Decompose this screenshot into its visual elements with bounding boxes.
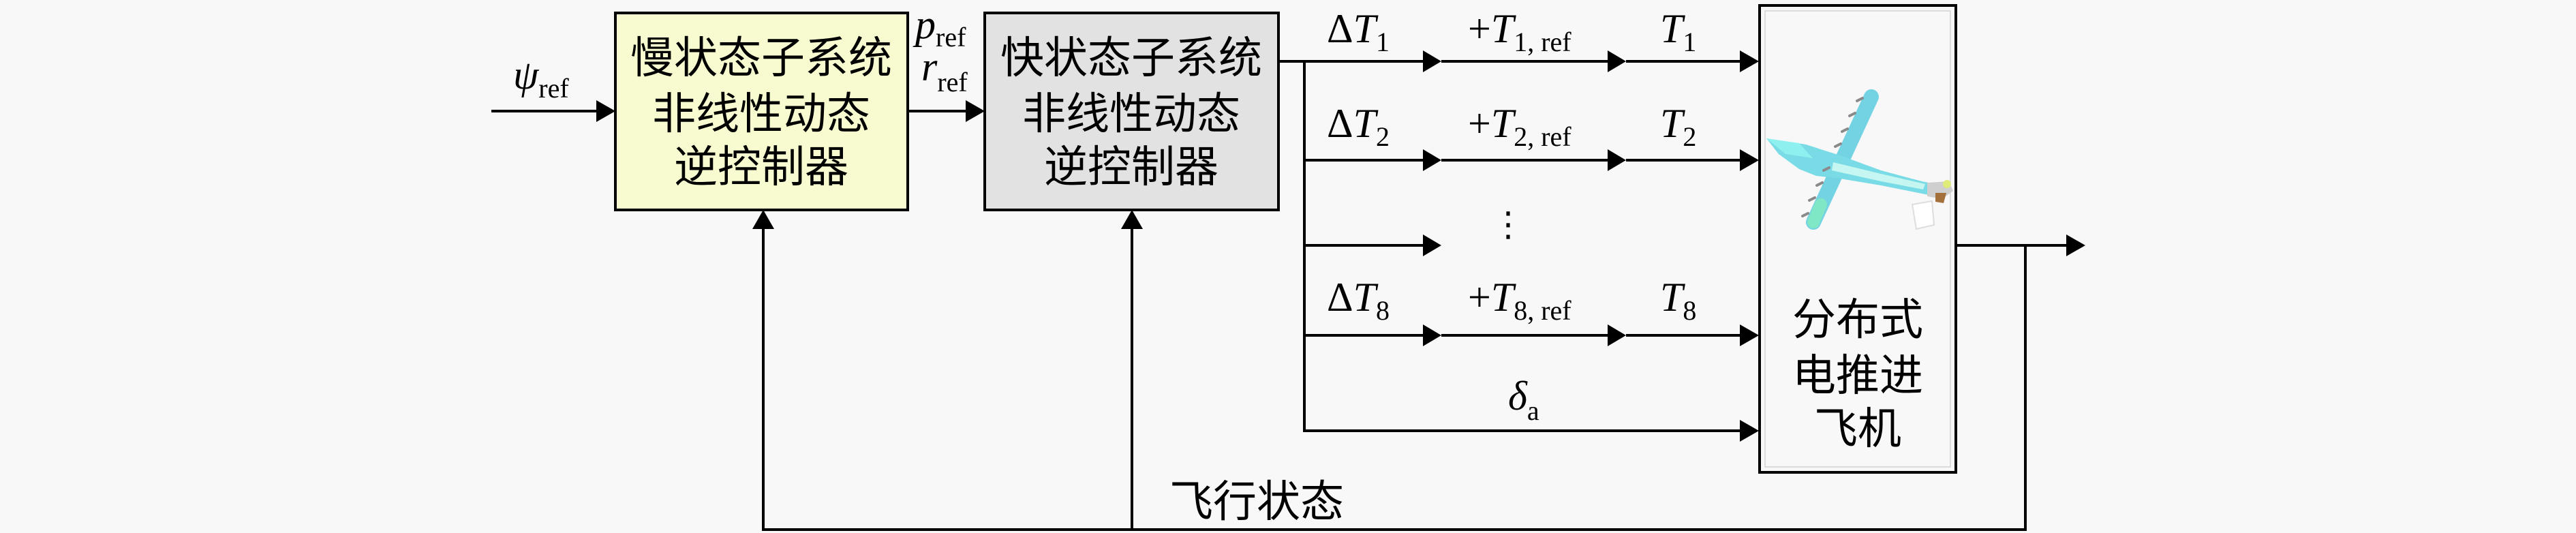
channel-1-delta-label: ΔT1 [1327, 6, 1390, 57]
propeller-mark [1856, 97, 1864, 102]
arrowhead [1423, 50, 1441, 72]
channel-8-ref-label: +T8, ref [1468, 275, 1571, 326]
arrowhead [966, 100, 985, 122]
propeller-mark [1801, 212, 1809, 217]
fast-controller-line-2: 非线性动态 [1022, 90, 1240, 138]
thrust-symbol: T [1491, 101, 1516, 146]
fast-controller-box [983, 12, 1280, 211]
airplane-icon [1766, 89, 1953, 230]
arrowhead [1740, 324, 1759, 346]
r-subscript: ref [937, 67, 968, 97]
arrowhead [1608, 324, 1626, 346]
output-subscript: 2 [1683, 121, 1696, 152]
fast-controller-line-3: 逆控制器 [1044, 143, 1218, 192]
arrowhead [1121, 210, 1143, 229]
aileron-label: δa [1508, 374, 1539, 426]
arrowhead [1423, 234, 1441, 256]
slow-controller-line-1: 慢状态子系统 [630, 34, 892, 82]
output-subscript: 8 [1683, 295, 1696, 326]
thrust-symbol: T [1660, 275, 1685, 320]
arrowhead [1740, 149, 1759, 171]
delta-symbol: Δ [1327, 101, 1353, 146]
input-signal-label: ψref [513, 52, 569, 104]
slow-controller-line-3: 逆控制器 [674, 143, 848, 192]
propeller-mark [1815, 181, 1824, 187]
channel-2-ref-label: +T2, ref [1468, 101, 1571, 152]
arrowhead [596, 100, 615, 122]
channel-1-ref-label: +T1, ref [1468, 6, 1571, 57]
thrust-symbol: T [1353, 101, 1379, 146]
p-subscript: ref [936, 22, 966, 52]
slow-controller-line-2: 非线性动态 [652, 90, 870, 138]
thrust-symbol: T [1491, 6, 1516, 51]
p-symbol: p [913, 2, 936, 47]
input-symbol: ψ [513, 52, 540, 97]
plant-box [1758, 4, 1957, 474]
channel-2-delta-label: ΔT2 [1327, 101, 1390, 152]
r-ref-label: rref [921, 44, 968, 97]
plant-line-1: 分布式 [1792, 296, 1923, 344]
propeller-mark [1822, 166, 1830, 172]
fast-controller-line-1: 快状态子系统 [1000, 34, 1262, 82]
plant-line-3: 飞机 [1814, 405, 1901, 453]
thrust-symbol: T [1660, 101, 1685, 146]
thrust-symbol: T [1353, 275, 1379, 320]
delta-symbol: Δ [1327, 275, 1353, 320]
plant-box-inner-border [1764, 10, 1951, 468]
airplane-nose-shade [1766, 138, 1813, 158]
ref-subscript: 1, ref [1514, 27, 1571, 57]
plant-line-2: 电推进 [1792, 352, 1923, 400]
channel-ellipsis: ⋮ [1491, 204, 1525, 244]
plus-sign: + [1468, 275, 1491, 320]
arrowhead [1740, 420, 1759, 442]
plus-sign: + [1468, 6, 1491, 51]
airplane-tail-fin [1935, 193, 1946, 203]
propeller-mark [1848, 112, 1856, 117]
thrust-symbol: T [1353, 6, 1379, 51]
ref-subscript: 2, ref [1514, 121, 1571, 152]
arrowhead [752, 210, 774, 229]
thrust-symbol: T [1660, 6, 1685, 51]
airplane-propellers [1801, 97, 1864, 217]
airplane-stabilizer [1911, 200, 1935, 230]
aileron-subscript: a [1527, 395, 1539, 426]
airplane-fuselage-highlight [1832, 162, 1925, 189]
slow-controller-box [614, 12, 909, 211]
arrowhead [1608, 149, 1626, 171]
propeller-mark [1841, 127, 1849, 133]
airplane-wing-tip [1807, 198, 1827, 228]
p-ref-label: pref [913, 2, 966, 52]
thrust-index: 1 [1376, 27, 1390, 57]
arrowhead [1423, 149, 1441, 171]
propeller-mark [1808, 196, 1816, 202]
channel-1-output-label: T1 [1660, 6, 1696, 57]
delta-symbol: Δ [1327, 6, 1353, 51]
thrust-symbol: T [1491, 275, 1516, 320]
arrowhead [1740, 50, 1759, 72]
channel-8-delta-label: ΔT8 [1327, 275, 1390, 326]
feedback-label: 飞行状态 [1169, 478, 1344, 526]
r-symbol: r [921, 44, 938, 89]
plus-sign: + [1468, 101, 1491, 146]
thrust-index: 2 [1376, 121, 1390, 152]
arrowhead [1423, 324, 1441, 346]
output-subscript: 1 [1683, 27, 1696, 57]
propeller-mark [1834, 142, 1842, 148]
aileron-symbol: δ [1508, 374, 1528, 418]
channel-2-output-label: T2 [1660, 101, 1696, 152]
thrust-index: 8 [1376, 295, 1390, 326]
channel-8-output-label: T8 [1660, 275, 1696, 326]
input-subscript: ref [538, 73, 569, 104]
airplane-tail-light [1943, 180, 1951, 188]
arrowhead [2066, 234, 2085, 256]
ref-subscript: 8, ref [1514, 295, 1571, 326]
arrowhead [1608, 50, 1626, 72]
